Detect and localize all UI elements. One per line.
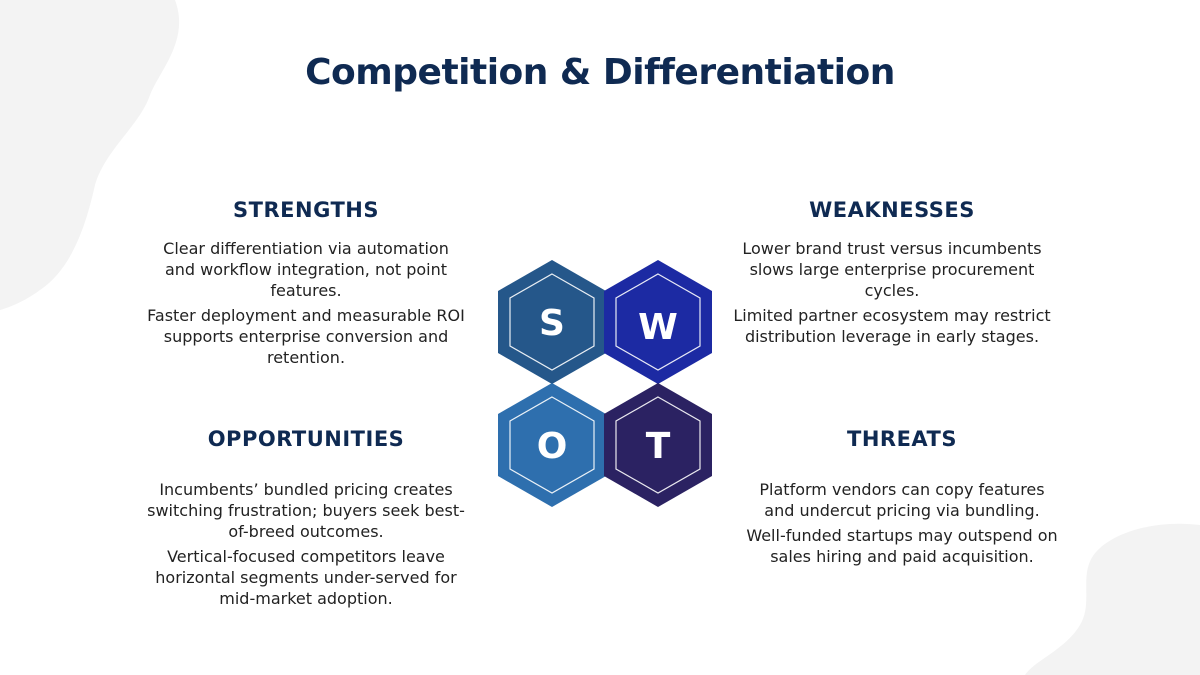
hex-strengths: S <box>498 260 606 384</box>
hex-weaknesses: W <box>604 260 712 384</box>
hex-letter-t: T <box>646 426 671 467</box>
opportunities-heading: OPPORTUNITIES <box>207 427 405 451</box>
weaknesses-section: WEAKNESSES Lower brand trust versus incu… <box>732 198 1052 351</box>
opportunities-point-2: Vertical-focused competitors leave horiz… <box>155 547 457 608</box>
threats-section: THREATS Platform vendors can copy featur… <box>742 427 1062 571</box>
hex-letter-o: O <box>537 426 568 467</box>
hex-opportunities: O <box>498 383 606 507</box>
hex-letter-w: W <box>638 307 678 348</box>
strengths-section: STRENGTHS Clear differentiation via auto… <box>146 198 466 372</box>
weaknesses-point-1: Lower brand trust versus incumbents slow… <box>742 239 1042 300</box>
strengths-point-2: Faster deployment and measurable ROI sup… <box>147 306 465 367</box>
opportunities-point-1: Incumbents’ bundled pricing creates swit… <box>147 480 465 541</box>
hex-threats: T <box>604 383 712 507</box>
bottom-right-blob <box>1025 523 1200 675</box>
strengths-point-1: Clear differentiation via automation and… <box>163 239 449 300</box>
threats-point-1: Platform vendors can copy features and u… <box>759 480 1045 520</box>
strengths-heading: STRENGTHS <box>233 198 379 222</box>
threats-point-2: Well-funded startups may outspend on sal… <box>746 526 1058 566</box>
weaknesses-point-2: Limited partner ecosystem may restrict d… <box>733 306 1051 346</box>
top-left-blob <box>0 0 180 310</box>
hex-letter-s: S <box>539 303 565 344</box>
page-title: Competition & Differentiation <box>305 52 895 93</box>
weaknesses-heading: WEAKNESSES <box>809 198 975 222</box>
threats-heading: THREATS <box>847 427 957 451</box>
opportunities-section: OPPORTUNITIES Incumbents’ bundled pricin… <box>146 427 466 613</box>
